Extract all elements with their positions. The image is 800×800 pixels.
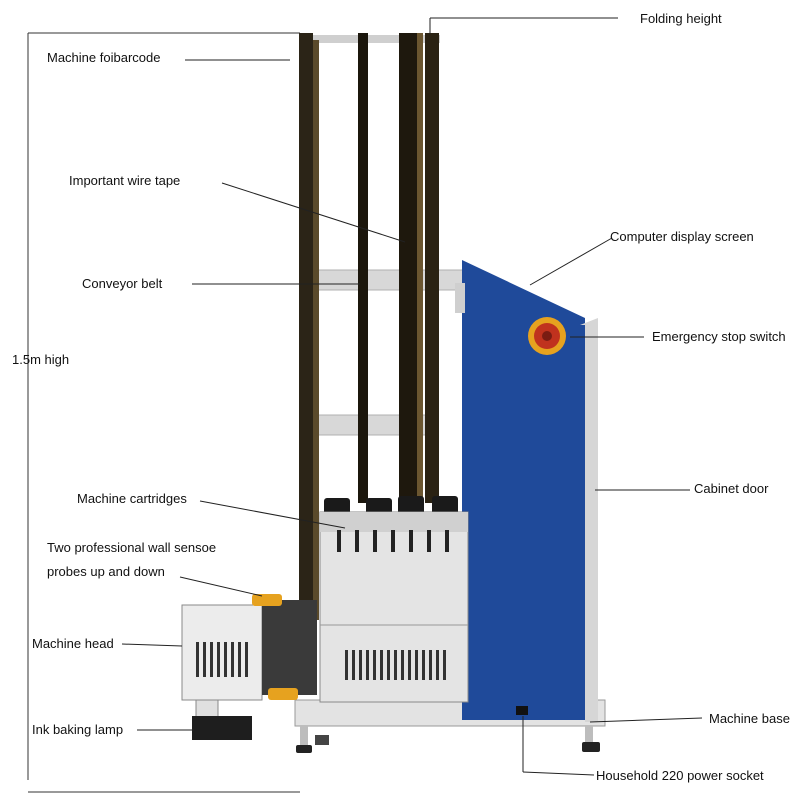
label-conveyor-belt: Conveyor belt: [82, 276, 163, 291]
label-wall-sensor-line1: Two professional wall sensoe: [47, 540, 217, 555]
label-important-wire-tape: Important wire tape: [69, 173, 181, 188]
label-height-15m: 1.5m high: [12, 352, 70, 367]
label-machine-foibarcode: Machine foibarcode: [47, 50, 161, 65]
ink-box-shape: [319, 511, 469, 703]
label-wall-sensor-line2: probes up and down: [47, 564, 165, 579]
conveyor-frame: [299, 33, 469, 633]
label-machine-cartridges: Machine cartridges: [77, 491, 187, 506]
label-machine-base: Machine base: [709, 711, 790, 726]
label-folding-height: Folding height: [640, 11, 722, 26]
machine-head-shape: [181, 594, 317, 740]
emergency-stop-shape: [528, 317, 566, 355]
cabinet-shape: [455, 260, 598, 722]
label-ink-baking-lamp: Ink baking lamp: [32, 722, 124, 737]
height-dimension: [27, 32, 300, 793]
label-cabinet-door: Cabinet door: [694, 481, 769, 496]
label-machine-head: Machine head: [32, 636, 114, 651]
label-power-socket: Household 220 power socket: [596, 768, 764, 783]
label-emergency-stop-switch: Emergency stop switch: [652, 329, 786, 344]
label-computer-display-screen: Computer display screen: [610, 229, 754, 244]
leader-lines: [121, 17, 703, 776]
